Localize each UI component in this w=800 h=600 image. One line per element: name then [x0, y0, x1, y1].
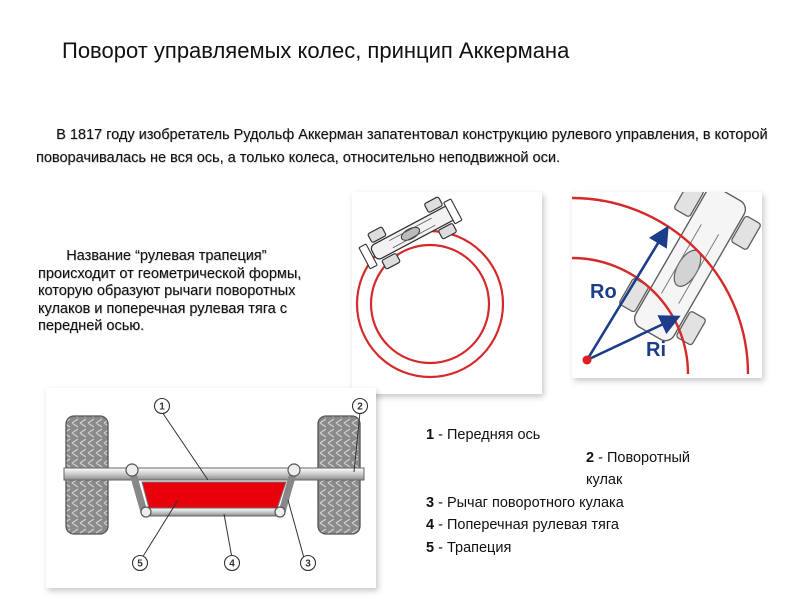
svg-text:3: 3: [305, 559, 311, 570]
inner-track-circle: [369, 243, 491, 365]
inner-arc: [572, 256, 690, 375]
callout-5: 5: [131, 554, 149, 572]
steering-trapezoid-diagram: 1 2 3 4 5: [46, 388, 376, 588]
trapezoid-paragraph: Название “рулевая трапеция” происходит о…: [38, 248, 328, 336]
svg-text:5: 5: [137, 559, 143, 570]
car-outline: [619, 192, 761, 346]
slide-title: Поворот управляемых колес, принцип Аккер…: [62, 38, 570, 63]
inner-radius-arrow: [586, 315, 681, 362]
outer-radius-label: Ro: [590, 281, 617, 303]
front-axle: [63, 467, 365, 481]
svg-text:1: 1: [159, 402, 165, 413]
callout-3: 3: [299, 554, 317, 572]
left-tie-rod-joint: [140, 506, 152, 518]
legend-item-5: 5 - Трапеция: [426, 539, 512, 556]
legend-item-2: 2 - Поворотный кулак: [586, 449, 691, 489]
left-knuckle-joint: [125, 463, 139, 477]
intro-paragraph: В 1817 году изобретатель Рудольф Аккерма…: [36, 124, 776, 170]
svg-text:4: 4: [229, 559, 235, 570]
tie-rod: [143, 507, 285, 517]
steering-trapezoid-svg: 1 2 3 4 5: [63, 397, 369, 572]
turning-radius-diagram: Ro Ri: [572, 192, 762, 378]
svg-text:2: 2: [357, 402, 363, 413]
outer-radius-arrow: [585, 225, 669, 361]
parts-legend: 1 - Передняя ось 2 - Поворотный кулак 3 …: [426, 424, 726, 559]
turning-circle-diagram: [352, 192, 542, 394]
callout-1: 1: [153, 397, 171, 415]
right-steering-arm: [278, 466, 298, 516]
intro-text: В 1817 году изобретатель Рудольф Аккерма…: [36, 127, 768, 166]
inner-radius-label: Ri: [646, 339, 666, 361]
turning-circle-svg: [355, 196, 505, 379]
callout-4: 4: [223, 554, 241, 572]
legend-item-1: 1 - Передняя ось: [426, 427, 541, 443]
outer-arc: [572, 196, 750, 375]
legend-item-4: 4 - Поперечная рулевая тяга: [426, 517, 619, 533]
right-knuckle-joint: [287, 463, 301, 477]
callout-lines: [141, 411, 361, 559]
trapezoid-text: Название “рулевая трапеция” происходит о…: [38, 248, 302, 334]
left-steering-arm: [128, 466, 148, 516]
turning-radius-svg: Ro Ri: [572, 192, 761, 375]
callout-2: 2: [351, 397, 369, 415]
car-top-view: [358, 196, 463, 270]
turning-center-point: [582, 355, 592, 365]
legend-item-3: 3 - Рычаг поворотного кулака: [426, 494, 624, 511]
right-tie-rod-joint: [274, 506, 286, 518]
